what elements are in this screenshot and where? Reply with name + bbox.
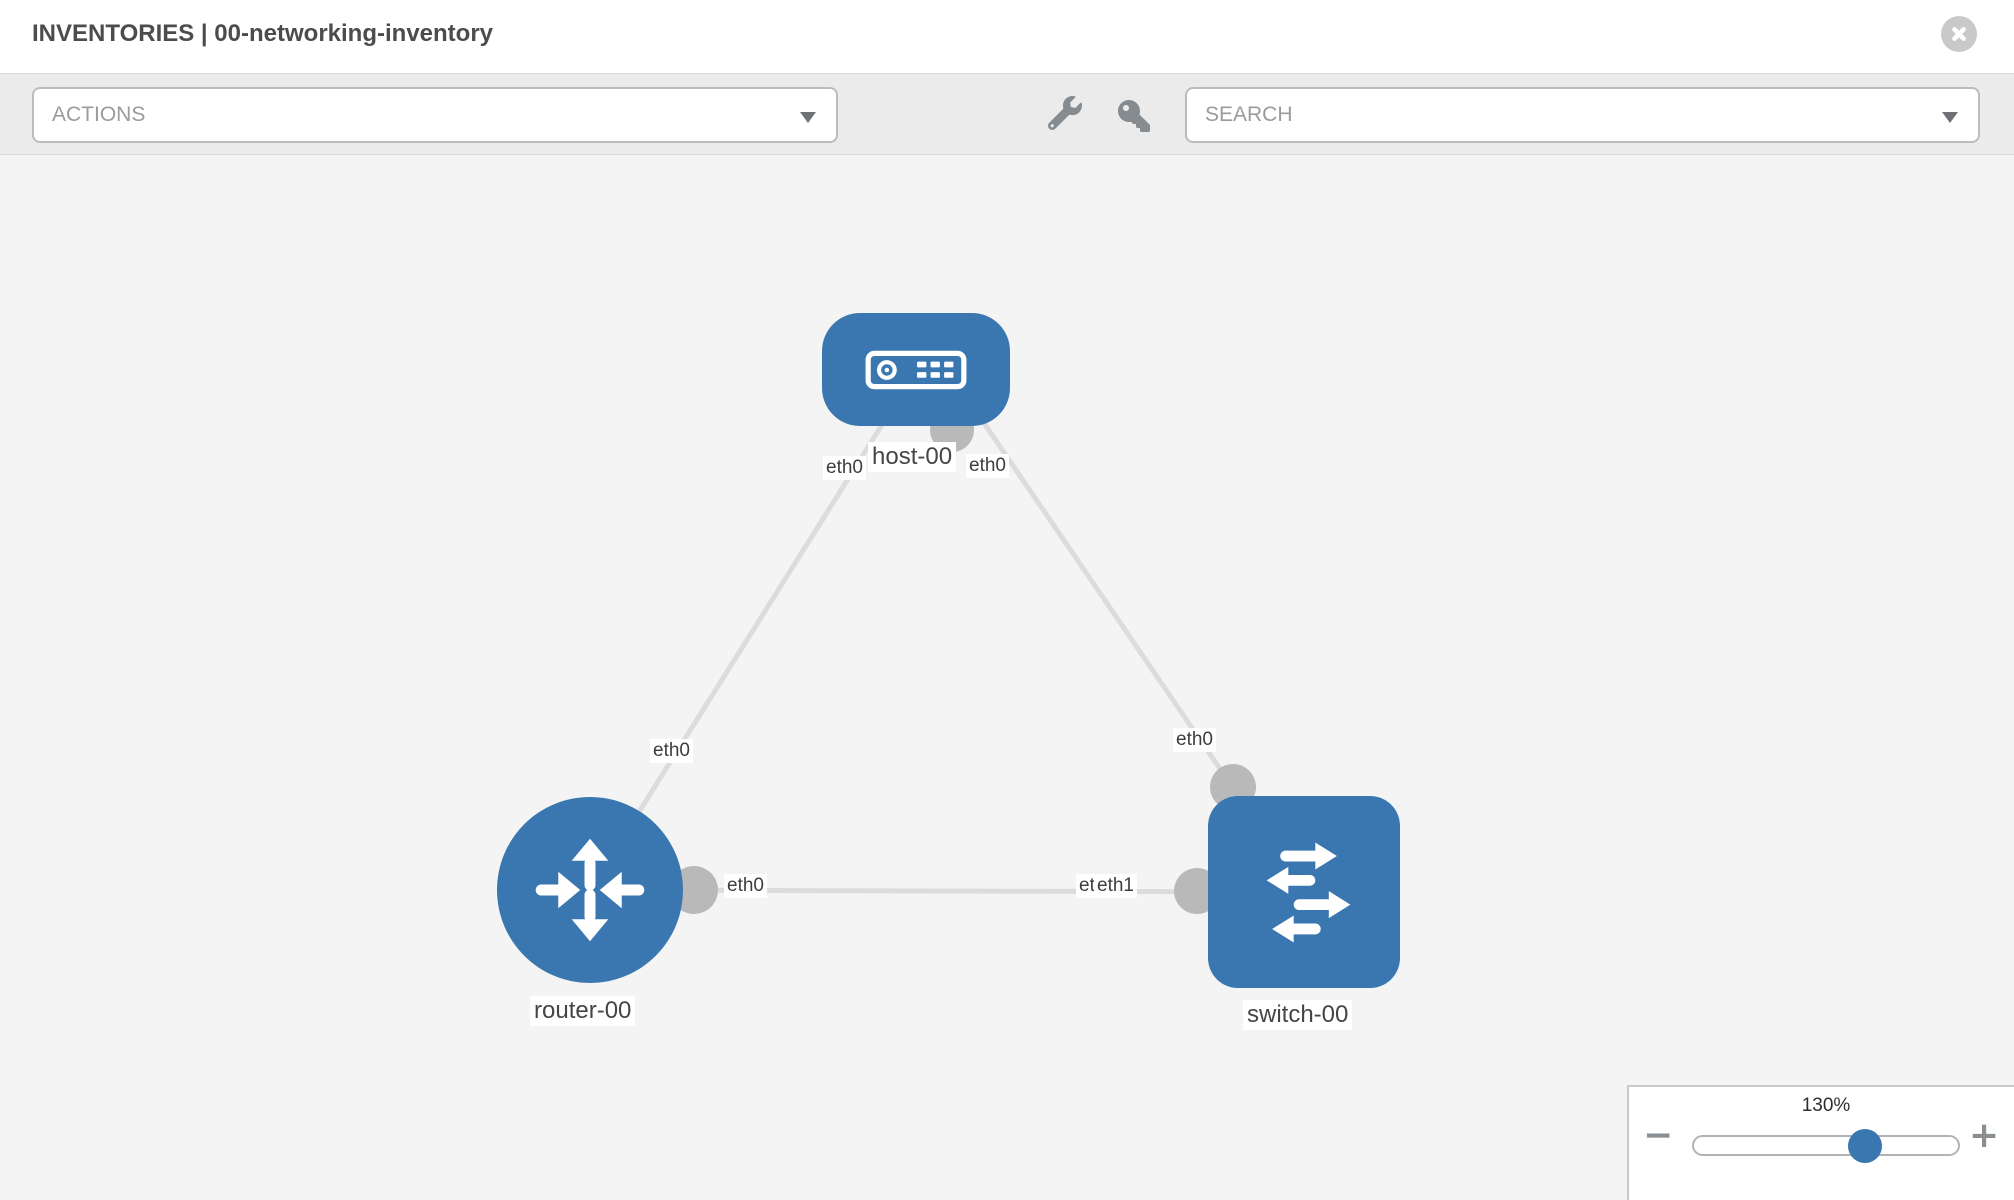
page-title: INVENTORIES | 00-networking-inventory: [32, 20, 494, 47]
iface-label-switch-on-host-link: eth0: [1173, 728, 1216, 752]
zoom-panel: 130% − +: [1627, 1085, 2014, 1200]
key-icon[interactable]: [1118, 100, 1154, 136]
iface-label-router-on-host-link: eth0: [650, 739, 693, 763]
panel-header: INVENTORIES | 00-networking-inventory: [0, 0, 2014, 73]
node-label-switch: switch-00: [1243, 1000, 1353, 1030]
search-dropdown-label: SEARCH: [1205, 103, 1293, 126]
actions-dropdown-label: ACTIONS: [52, 103, 146, 126]
host-icon: [864, 348, 968, 392]
iface-label-host-to-switch: eth0: [966, 454, 1009, 478]
zoom-in-button[interactable]: +: [1969, 1115, 2000, 1156]
topology-edges: [587, 408, 1307, 895]
node-label-router: router-00: [530, 996, 636, 1026]
iface-label-host-to-router: eth0: [823, 456, 866, 480]
node-router-00[interactable]: [497, 797, 683, 983]
node-label-host: host-00: [868, 442, 957, 472]
wrench-icon[interactable]: [1047, 96, 1084, 132]
switch-icon: [1237, 825, 1372, 960]
topology-canvas[interactable]: host-00 router-00 switch-00 eth0 eth0 et…: [0, 155, 2014, 1200]
zoom-level-value: 130%: [1801, 1095, 1851, 1116]
actions-dropdown[interactable]: ACTIONS: [32, 87, 838, 143]
chevron-down-icon: [1942, 112, 1958, 123]
search-dropdown[interactable]: SEARCH: [1185, 87, 1980, 143]
close-button[interactable]: [1941, 16, 1977, 52]
iface-label-router-to-switch: eth0: [724, 874, 767, 898]
zoom-out-button[interactable]: −: [1643, 1115, 1674, 1156]
close-icon: [1948, 23, 1970, 45]
toolbar: ACTIONS SEARCH: [0, 73, 2014, 155]
router-icon: [529, 829, 651, 951]
node-switch-00[interactable]: [1208, 796, 1400, 988]
iface-label-switch-eth1-front: eth1: [1094, 874, 1137, 898]
node-host-00[interactable]: [822, 313, 1010, 426]
zoom-slider-track[interactable]: [1692, 1135, 1960, 1156]
chevron-down-icon: [800, 112, 816, 123]
zoom-slider-thumb[interactable]: [1848, 1129, 1882, 1163]
